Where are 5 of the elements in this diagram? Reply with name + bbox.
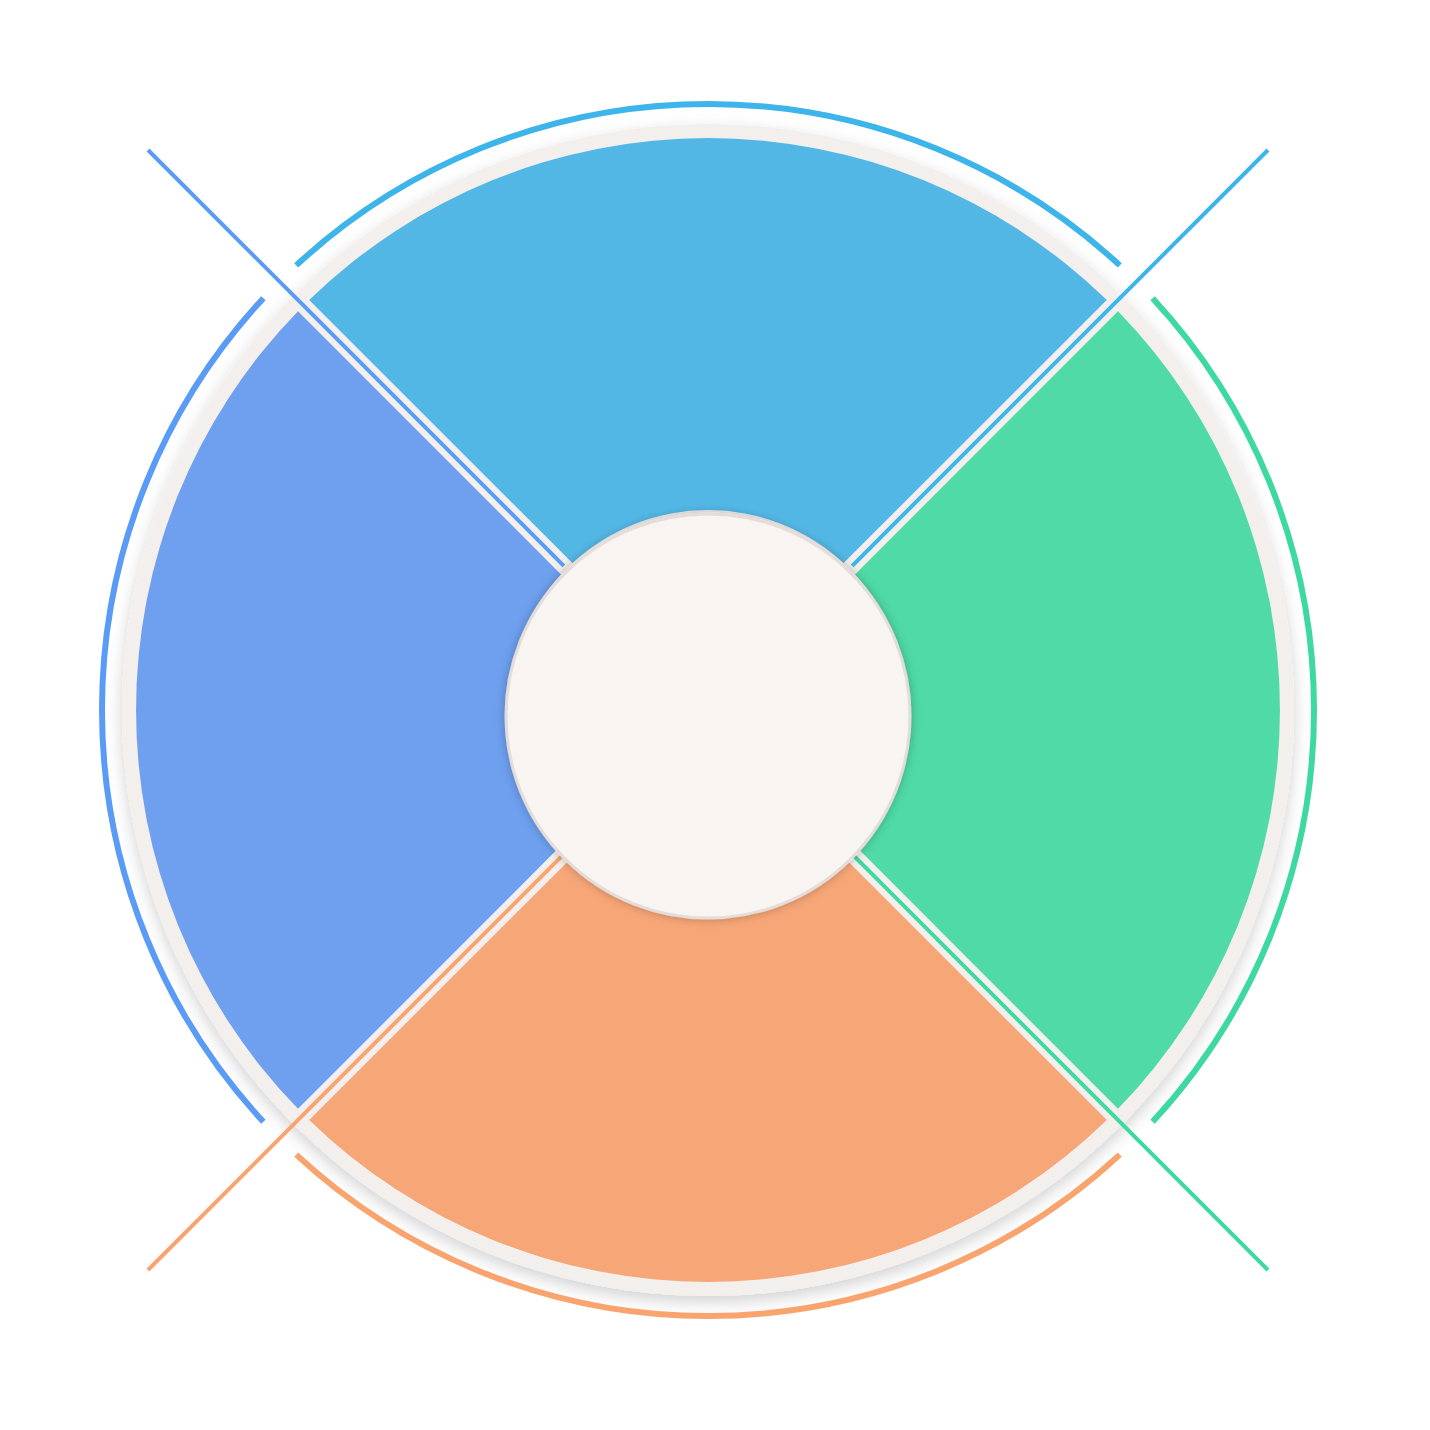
ring-segment [309, 857, 1107, 1282]
ring-segment [309, 138, 1107, 563]
ring-segment [855, 311, 1280, 1109]
center-circle [504, 512, 912, 920]
ring-segment [136, 311, 561, 1109]
